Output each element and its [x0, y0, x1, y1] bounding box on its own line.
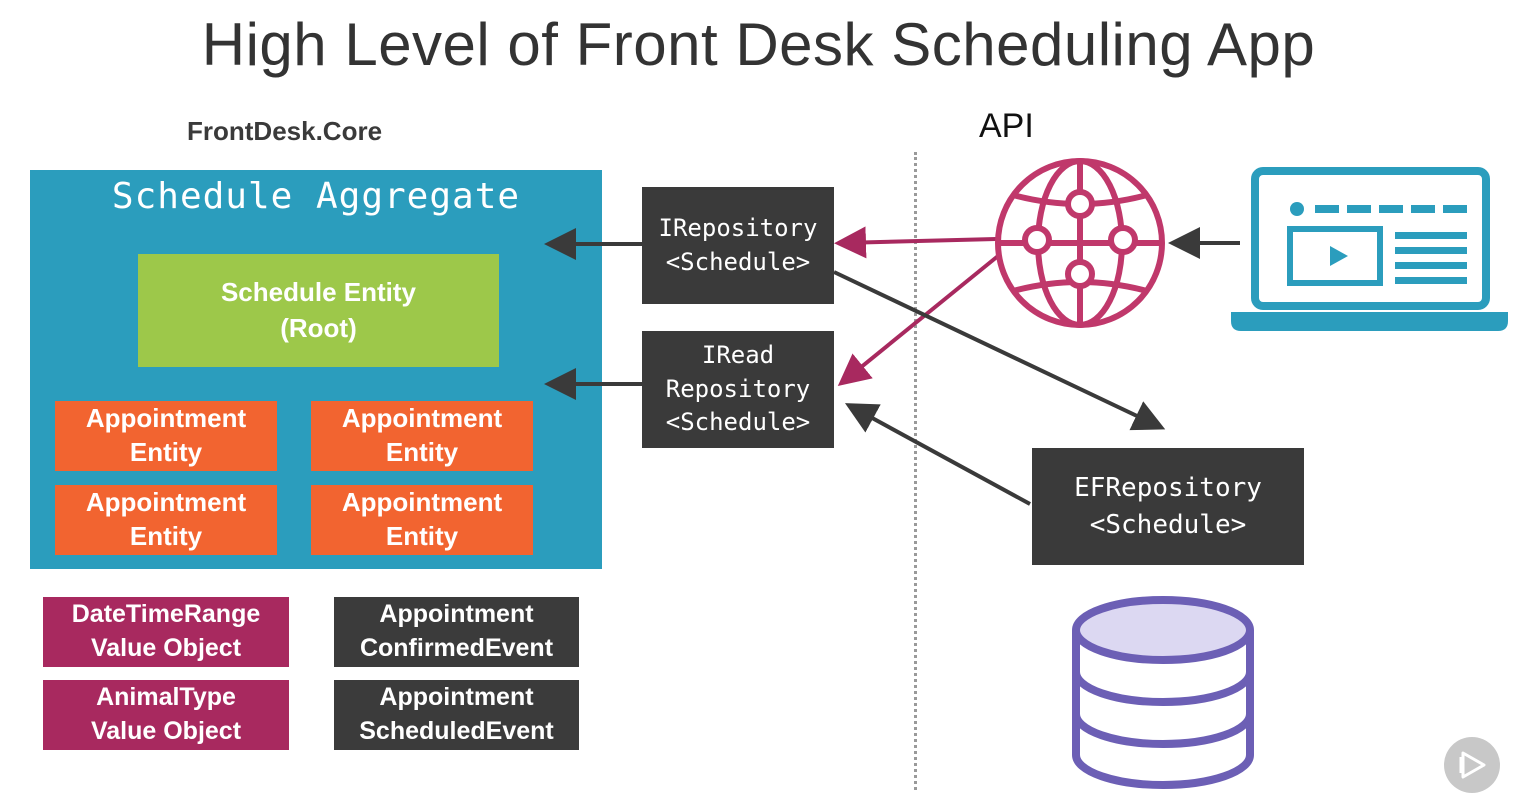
appointment-entity: Appointment Entity	[311, 401, 533, 471]
api-label: API	[979, 107, 1034, 145]
efrepository-to-iread-arrow	[844, 403, 1031, 506]
schedule-root-entity: Schedule Entity (Root)	[138, 254, 499, 367]
appointment-confirmed-event: Appointment ConfirmedEvent	[334, 597, 579, 667]
api-to-irepository-arrow	[834, 226, 997, 259]
play-button[interactable]	[1444, 737, 1500, 793]
api-to-iread-arrow	[837, 254, 1000, 387]
appointment-entity: Appointment Entity	[55, 401, 277, 471]
efrepository-box: EFRepository <Schedule>	[1032, 448, 1304, 565]
database-icon	[1072, 596, 1254, 789]
laptop-video-icon	[1231, 167, 1508, 331]
irepository-box: IRepository <Schedule>	[642, 187, 834, 304]
play-icon	[1459, 751, 1486, 779]
globe-network-icon	[995, 158, 1165, 328]
datetimerange-value-object: DateTimeRange Value Object	[43, 597, 289, 667]
appointment-scheduled-event: Appointment ScheduledEvent	[334, 680, 579, 750]
page-title: High Level of Front Desk Scheduling App	[201, 11, 1316, 78]
layer-divider	[914, 152, 917, 790]
appointment-entity: Appointment Entity	[311, 485, 533, 555]
aggregate-title: Schedule Aggregate	[111, 176, 521, 217]
iread-repository-box: IRead Repository <Schedule>	[642, 331, 834, 448]
appointment-entity: Appointment Entity	[55, 485, 277, 555]
animaltype-value-object: AnimalType Value Object	[43, 680, 289, 750]
core-project-label: FrontDesk.Core	[187, 116, 383, 146]
irepository-to-efrepository-arrow	[833, 270, 1166, 431]
